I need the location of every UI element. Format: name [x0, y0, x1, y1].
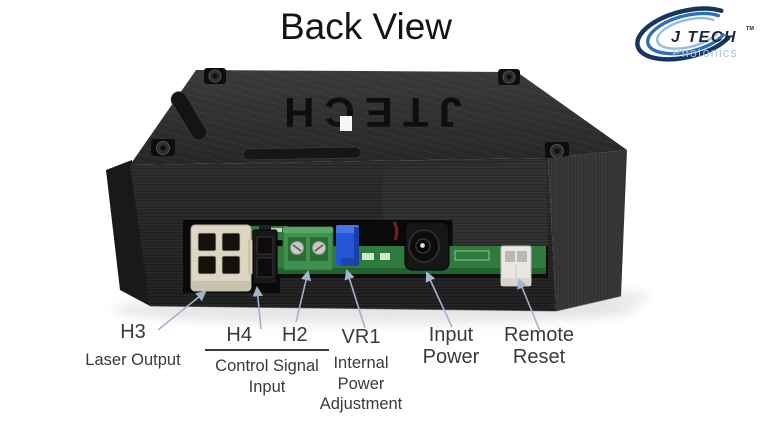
logo-subtitle-text: Photonics — [672, 46, 738, 60]
svg-text:JTECH: JTECH — [274, 89, 462, 136]
annotation-control-signal: H4 H2 Control Signal Input — [201, 324, 333, 397]
enclosure-top-face — [130, 70, 627, 165]
h4-control-signal-connector — [252, 225, 278, 285]
handle-slot — [170, 91, 208, 141]
annotation-remote-reset: Remote Reset — [499, 324, 579, 369]
connector-recess — [183, 220, 548, 293]
logo-trademark: TM — [746, 26, 754, 32]
control-group-underline — [205, 349, 329, 352]
h3-description: Laser Output — [85, 351, 181, 370]
remote-reset-connector — [500, 245, 532, 287]
vr1-description: Internal Power Adjustment — [319, 354, 403, 413]
logo-swoosh-icon — [635, 6, 731, 62]
screw-back-right — [498, 69, 520, 85]
h3-label: H3 — [120, 321, 146, 343]
bottom-edge — [149, 295, 622, 312]
vent-slot — [242, 146, 362, 161]
cutout-light-gap — [340, 116, 352, 131]
enclosure-left-face — [106, 160, 150, 306]
h4-arrow — [252, 285, 263, 330]
remote-reset-label: Remote Reset — [503, 324, 575, 369]
annotation-vr1: VR1 Internal Power Adjustment — [311, 326, 411, 414]
vr1-arrow — [344, 269, 366, 329]
screw-back-left — [204, 68, 226, 84]
embossed-brand-text: JTECH — [274, 89, 462, 136]
h2-label: H2 — [282, 324, 308, 346]
h2-arrow — [295, 269, 312, 323]
power-wire — [392, 221, 399, 241]
page-title: Back View — [279, 6, 453, 47]
enclosure-right-face — [548, 150, 627, 311]
annotation-input-power: Input Power — [416, 324, 486, 369]
logo-brand-text: J TECH — [671, 29, 737, 46]
vr1-trimpot — [336, 225, 359, 266]
vr1-label: VR1 — [341, 326, 381, 348]
input-power-label: Input Power — [422, 324, 480, 369]
input-power-arrow — [425, 271, 453, 328]
h3-laser-output-connector — [190, 224, 259, 292]
control-group-description: Control Signal Input — [215, 357, 319, 396]
h3-arrow — [157, 290, 207, 331]
screw-front-left — [151, 139, 175, 156]
annotation-h3: H3 Laser Output — [68, 321, 198, 371]
h2-control-signal-terminal — [282, 226, 334, 271]
annotation-arrows — [157, 269, 541, 332]
screw-front-right — [545, 142, 569, 159]
input-power-jack — [404, 221, 450, 271]
remote-reset-arrow — [517, 278, 541, 332]
h4-label: H4 — [226, 324, 252, 346]
brand-logo: J TECH TM Photonics — [635, 6, 754, 62]
